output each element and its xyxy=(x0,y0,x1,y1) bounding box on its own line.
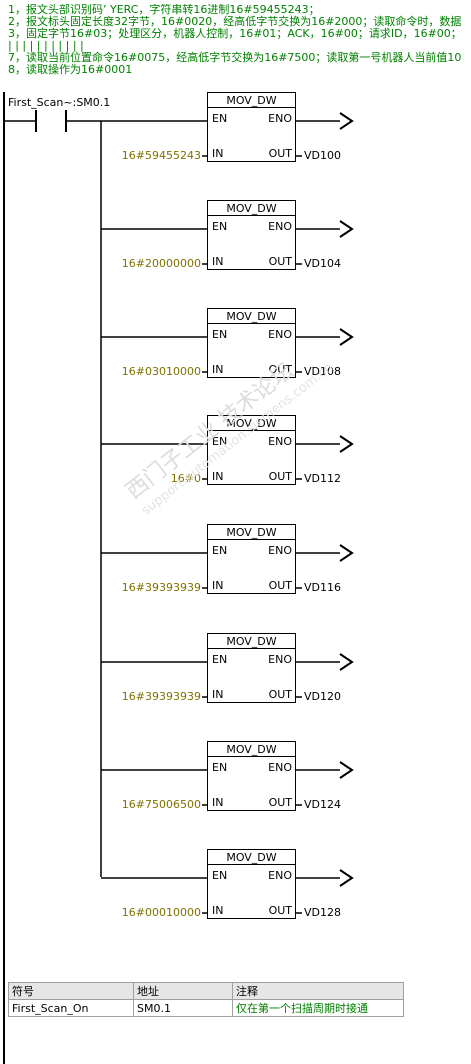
in-pin: IN xyxy=(212,255,224,268)
block-title: MOV_DW xyxy=(226,417,277,430)
title-divider xyxy=(208,323,295,324)
en-pin: EN xyxy=(212,435,228,448)
eno-arrow-icon xyxy=(339,869,354,887)
eno-arrow-icon xyxy=(339,544,354,562)
out-operand[interactable]: VD120 xyxy=(304,690,341,703)
in-operand[interactable]: 16#20000000 xyxy=(121,257,201,270)
comment-line: 7，读取当前位置命令16#0075，经高低字节交换为16#7500；读取第一号机… xyxy=(8,51,462,64)
title-divider xyxy=(208,756,295,757)
en-pin: EN xyxy=(212,112,228,125)
in-operand[interactable]: 16#00010000 xyxy=(121,906,201,919)
out-operand[interactable]: VD104 xyxy=(304,257,341,270)
title-divider xyxy=(208,864,295,865)
block-title: MOV_DW xyxy=(226,202,277,215)
eno-pin: ENO xyxy=(268,328,292,341)
eno-pin: ENO xyxy=(268,435,292,448)
title-divider xyxy=(208,107,295,108)
eno-arrow-icon xyxy=(339,761,354,779)
block-title: MOV_DW xyxy=(226,851,277,864)
title-divider xyxy=(208,539,295,540)
block-title: MOV_DW xyxy=(226,743,277,756)
eno-arrow-icon xyxy=(339,435,354,453)
comment-line: 2，报文标头固定长度32字节，16#0020，经高低字节交换为16#2000；读… xyxy=(8,15,462,28)
eno-pin: ENO xyxy=(268,869,292,882)
eno-arrow-icon xyxy=(339,112,354,130)
out-operand[interactable]: VD128 xyxy=(304,906,341,919)
in-operand[interactable]: 16#39393939 xyxy=(121,581,201,594)
en-pin: EN xyxy=(212,544,228,557)
out-operand[interactable]: VD100 xyxy=(304,149,341,162)
address-cell[interactable]: SM0.1 xyxy=(133,999,233,1017)
eno-pin: ENO xyxy=(268,220,292,233)
eno-arrow-icon xyxy=(339,328,354,346)
mov-dw-block[interactable]: MOV_DW EN ENO IN OUT xyxy=(207,741,296,811)
in-operand[interactable]: 16#03010000 xyxy=(121,365,201,378)
title-divider xyxy=(208,648,295,649)
in-operand[interactable]: 16#59455243 xyxy=(121,149,201,162)
en-pin: EN xyxy=(212,328,228,341)
block-title: MOV_DW xyxy=(226,94,277,107)
header-comment[interactable]: 注释 xyxy=(232,982,404,1000)
header-symbol[interactable]: 符号 xyxy=(8,982,134,1000)
mov-dw-block[interactable]: MOV_DW EN ENO IN OUT xyxy=(207,849,296,919)
symbol-table[interactable]: 符号 地址 注释 First_Scan_On SM0.1 仅在第一个扫描周期时接… xyxy=(8,982,404,1017)
eno-pin: ENO xyxy=(268,653,292,666)
contact-label[interactable]: First_Scan~:SM0.1 xyxy=(8,96,111,109)
network-comment[interactable]: 1，报文头部识别码’ YERC，字符串转16进制16#59455243； 2，报… xyxy=(8,4,471,86)
out-operand[interactable]: VD124 xyxy=(304,798,341,811)
in-operand[interactable]: 16#39393939 xyxy=(121,690,201,703)
eno-pin: ENO xyxy=(268,544,292,557)
en-pin: EN xyxy=(212,869,228,882)
mov-dw-block[interactable]: MOV_DW EN ENO IN OUT xyxy=(207,524,296,594)
block-title: MOV_DW xyxy=(226,635,277,648)
mov-dw-block[interactable]: MOV_DW EN ENO IN OUT xyxy=(207,633,296,703)
out-pin: OUT xyxy=(268,147,292,160)
en-pin: EN xyxy=(212,220,228,233)
eno-arrow-icon xyxy=(339,653,354,671)
title-divider xyxy=(208,215,295,216)
comment-line: | | | | | | | | | | | xyxy=(8,39,84,52)
eno-pin: ENO xyxy=(268,112,292,125)
mov-dw-block[interactable]: MOV_DW EN ENO IN OUT xyxy=(207,308,296,378)
in-pin: IN xyxy=(212,147,224,160)
out-pin: OUT xyxy=(268,688,292,701)
mov-dw-block[interactable]: MOV_DW EN ENO IN OUT xyxy=(207,415,296,485)
block-title: MOV_DW xyxy=(226,526,277,539)
out-operand[interactable]: VD116 xyxy=(304,581,341,594)
block-title: MOV_DW xyxy=(226,310,277,323)
in-pin: IN xyxy=(212,363,224,376)
title-divider xyxy=(208,430,295,431)
in-pin: IN xyxy=(212,470,224,483)
out-operand[interactable]: VD108 xyxy=(304,365,341,378)
out-pin: OUT xyxy=(268,904,292,917)
out-pin: OUT xyxy=(268,796,292,809)
en-pin: EN xyxy=(212,761,228,774)
eno-pin: ENO xyxy=(268,761,292,774)
out-pin: OUT xyxy=(268,255,292,268)
out-pin: OUT xyxy=(268,579,292,592)
in-pin: IN xyxy=(212,796,224,809)
normally-open-contact xyxy=(35,110,67,132)
in-operand[interactable]: 16#75006500 xyxy=(121,798,201,811)
in-pin: IN xyxy=(212,688,224,701)
out-pin: OUT xyxy=(268,363,292,376)
en-pin: EN xyxy=(212,653,228,666)
in-pin: IN xyxy=(212,579,224,592)
in-pin: IN xyxy=(212,904,224,917)
table-row[interactable]: First_Scan_On SM0.1 仅在第一个扫描周期时接通 xyxy=(8,999,404,1017)
in-operand[interactable]: 16#0 xyxy=(170,472,201,485)
mov-dw-block[interactable]: MOV_DW EN ENO IN OUT xyxy=(207,200,296,270)
comment-cell[interactable]: 仅在第一个扫描周期时接通 xyxy=(232,999,404,1017)
eno-arrow-icon xyxy=(339,220,354,238)
header-address[interactable]: 地址 xyxy=(133,982,233,1000)
out-pin: OUT xyxy=(268,470,292,483)
comment-line: 3，固定字节16#03；处理区分，机器人控制，16#01；ACK，16#00；请… xyxy=(8,27,462,40)
comment-line: 8，读取操作为16#0001 xyxy=(8,63,133,76)
symbol-cell[interactable]: First_Scan_On xyxy=(8,999,134,1017)
comment-line: 1，报文头部识别码’ YERC，字符串转16进制16#59455243； xyxy=(8,4,320,16)
out-operand[interactable]: VD112 xyxy=(304,472,341,485)
mov-dw-block[interactable]: MOV_DW EN ENO IN OUT xyxy=(207,92,296,162)
